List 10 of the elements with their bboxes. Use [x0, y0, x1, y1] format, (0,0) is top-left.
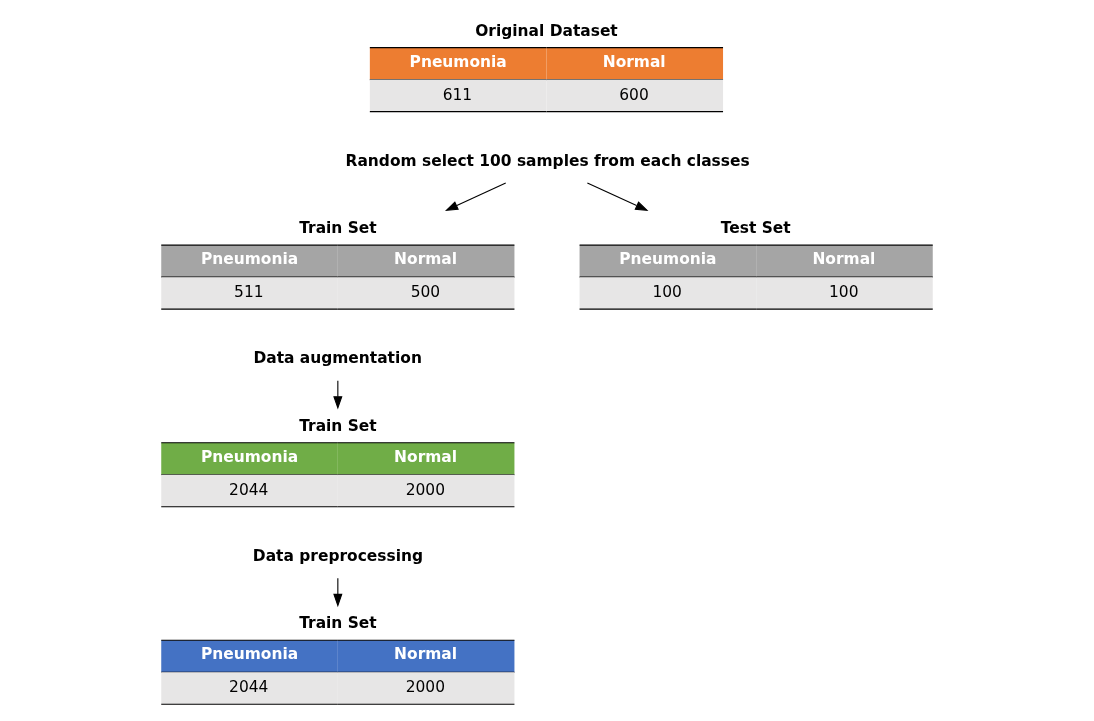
node-text: Data augmentation — [253, 349, 422, 368]
arrow — [444, 182, 507, 212]
node-label: Train Set — [299, 614, 377, 633]
node-label: Original Dataset — [475, 21, 618, 40]
node-text: Data preprocessing — [252, 547, 423, 566]
node-label: Train Set — [299, 219, 377, 238]
node-text: Random select 100 samples from each classes — [345, 151, 750, 170]
node-label: Train Set — [299, 416, 377, 435]
node-label: Test Set — [720, 219, 791, 238]
arrow — [586, 182, 649, 212]
